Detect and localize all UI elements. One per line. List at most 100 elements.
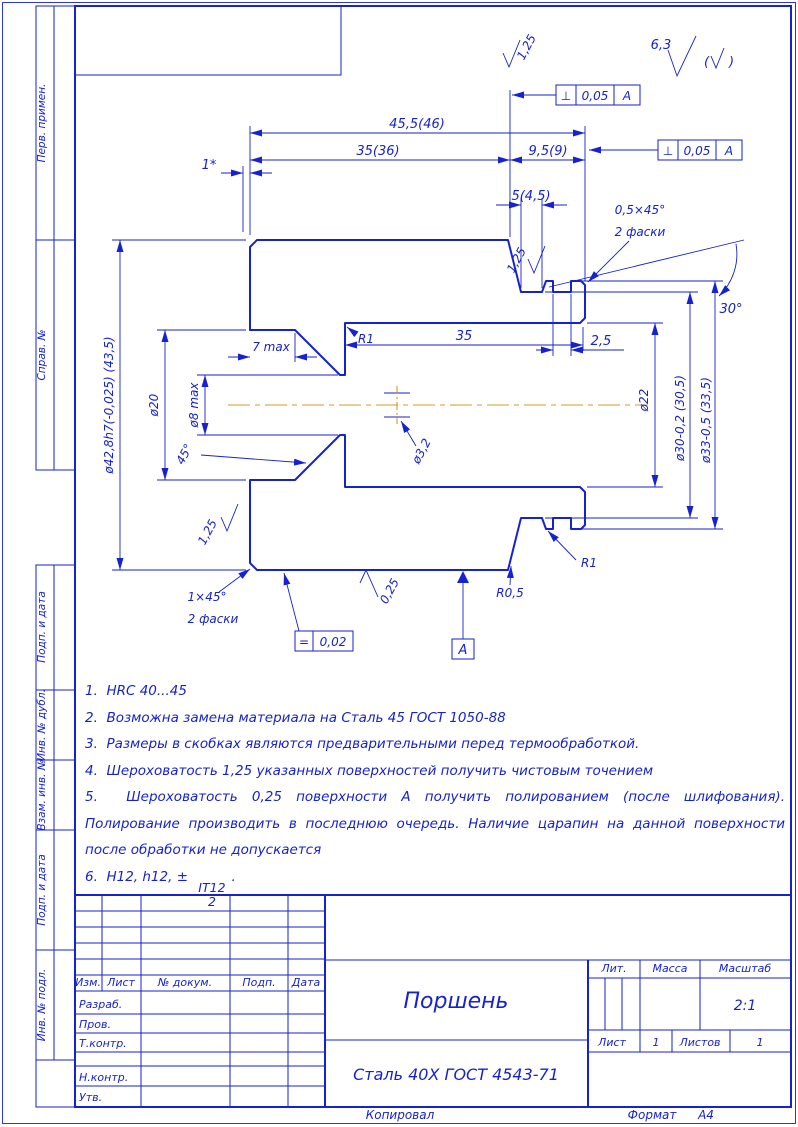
roughness-125-groove: 1,25 xyxy=(504,245,529,275)
part-name: Поршень xyxy=(404,989,509,1014)
col-dokum: № докум. xyxy=(157,976,212,989)
chamfer-left-size: 1×45° xyxy=(188,590,227,604)
piston-lower-half xyxy=(249,434,586,571)
datum-flag-a: A xyxy=(451,571,475,660)
sheet-label: Лист xyxy=(597,1036,626,1049)
dim-groove-width: 2,5 xyxy=(591,334,612,349)
roughness-icon xyxy=(359,568,379,598)
title-block: Изм. Лист № докум. Подп. Дата Разраб. Пр… xyxy=(74,894,792,1108)
top-left-stamp-box xyxy=(74,5,342,76)
margin-label-vzam-inv: Взам. инв. № xyxy=(36,759,48,830)
chamfer-left-count: 2 фаски xyxy=(188,612,239,626)
roughness-125-left: 1,25 xyxy=(195,517,220,547)
row-tkontr: Т.контр. xyxy=(79,1037,127,1050)
note-3: 3. Размеры в скобках являются предварите… xyxy=(85,736,640,752)
paren-open: ( xyxy=(704,55,710,70)
copied-label: Копировал xyxy=(366,1108,435,1122)
perp-datum-ref: A xyxy=(622,89,631,103)
radius-r1-groove: R1 xyxy=(581,556,597,570)
chamfer-right-count: 2 фаски xyxy=(615,225,666,239)
dim-dia-20: ø20 xyxy=(147,393,161,417)
perp-symbol: ⊥ xyxy=(561,89,571,103)
piston-drawing: 45,5(46) 35(36) 9,5(9) 1* 5(4,5) 2,5 35 … xyxy=(102,32,745,660)
dim-main-length: 35(36) xyxy=(356,144,399,159)
check-icon xyxy=(710,47,725,70)
general-roughness: 6,3 ( ) xyxy=(651,35,734,78)
roughness-icon xyxy=(220,503,239,533)
row-prov: Пров. xyxy=(79,1018,111,1031)
margin-label-inv-podl: Инв. № подл. xyxy=(36,969,48,1041)
margin-column: Перв. примен. Справ. № Подп. и дата Инв.… xyxy=(35,5,76,1108)
margin-label-inv-dubl: Инв. № дубл. xyxy=(36,689,48,761)
format-value: А4 xyxy=(697,1108,714,1122)
dim-right-length: 9,5(9) xyxy=(528,144,567,159)
note-6-suffix: . xyxy=(231,868,236,885)
radius-r1-bore: R1 xyxy=(358,332,374,346)
col-list: Лист xyxy=(106,976,135,989)
piston-section xyxy=(228,239,648,571)
note-1: 1. HRC 40...45 xyxy=(85,683,187,699)
roughness-icon xyxy=(502,39,521,69)
paren-close: ) xyxy=(728,55,734,70)
scale-label: Масштаб xyxy=(719,962,771,975)
datum-label: A xyxy=(458,643,468,658)
dim-one-star: 1* xyxy=(202,158,217,173)
sym-value: 0,02 xyxy=(320,635,347,649)
scale-value: 2:1 xyxy=(734,998,757,1014)
angle-45: 45° xyxy=(173,441,195,466)
dim-undercut-width: 5(4,5) xyxy=(511,189,550,204)
row-razrab: Разраб. xyxy=(79,998,122,1011)
bottom-strip: Копировал Формат А4 xyxy=(366,1108,714,1122)
sheets-value: 1 xyxy=(757,1036,764,1049)
angle-30: 30° xyxy=(719,302,742,317)
fraction-numerator: IT12 xyxy=(195,881,229,895)
row-nkontr: Н.контр. xyxy=(79,1071,128,1084)
roughness-general-value: 6,3 xyxy=(651,38,672,53)
sheet-value: 1 xyxy=(653,1036,660,1049)
mass-label: Масса xyxy=(652,962,687,975)
perp-datum-ref: A xyxy=(724,144,733,158)
sheets-label: Листов xyxy=(678,1036,720,1049)
roughness-icon xyxy=(527,245,546,275)
material: Сталь 40Х ГОСТ 4543-71 xyxy=(353,1065,559,1084)
perp-value: 0,05 xyxy=(684,144,711,158)
check-icon xyxy=(667,35,697,78)
note-6-prefix: 6. H12, h12, ± xyxy=(85,868,193,885)
sym-symbol: = xyxy=(299,635,309,649)
piston-upper-half xyxy=(249,239,586,376)
margin-label-podp-data-1: Подп. и дата xyxy=(36,591,48,663)
perp-value: 0,05 xyxy=(582,89,609,103)
dim-dia-42-8: ø42,8h7(-0,025) (43,5) xyxy=(102,336,116,474)
dim-dia-30: ø30-0,2 (30,5) xyxy=(673,375,687,462)
note-4: 4. Шероховатость 1,25 указанных поверхно… xyxy=(85,762,654,779)
roughness-marks: 1,25 1,25 1,25 0,25 6,3 ( ) xyxy=(195,32,734,606)
fraction-denominator: 2 xyxy=(207,893,216,909)
dim-bore-depth: 7 max xyxy=(252,340,290,354)
margin-label-perv-primen: Перв. примен. xyxy=(36,84,48,163)
note-2: 2. Возможна замена материала на Сталь 45… xyxy=(85,709,506,726)
datum-triangle-icon xyxy=(457,571,469,583)
dim-dia-33: ø33-0,5 (33,5) xyxy=(699,377,713,464)
dim-dia-22: ø22 xyxy=(637,389,651,413)
chamfer-right-size: 0,5×45° xyxy=(615,203,665,217)
col-podp: Подп. xyxy=(242,976,275,989)
dimensions: 45,5(46) 35(36) 9,5(9) 1* 5(4,5) 2,5 35 … xyxy=(102,117,745,626)
margin-label-podp-data-2: Подп. и дата xyxy=(36,854,48,926)
dim-bore-length: 35 xyxy=(456,329,473,344)
radius-r05: R0,5 xyxy=(496,586,523,600)
lit-label: Лит. xyxy=(600,962,626,975)
perp-symbol: ⊥ xyxy=(663,144,673,158)
extension-lines xyxy=(112,90,723,571)
margin-empty-box xyxy=(35,1059,76,1108)
margin-label-sprav-no: Справ. № xyxy=(36,329,48,380)
tolerance-frames: ⊥ 0,05 A ⊥ 0,05 A = 0,02 A xyxy=(283,84,743,660)
roughness-025-surface-a: 0,25 xyxy=(377,576,402,606)
row-utv: Утв. xyxy=(79,1091,102,1104)
note-5: 5. Шероховатость 0,25 поверхности А полу… xyxy=(85,789,790,858)
dim-dia-8: ø8 max xyxy=(187,382,201,429)
